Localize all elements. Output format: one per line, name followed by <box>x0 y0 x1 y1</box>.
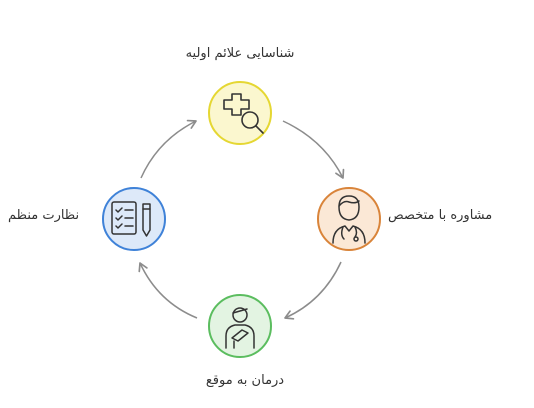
arrow-consult-to-treat <box>284 261 342 320</box>
arrow-monitor-to-identify <box>140 119 197 179</box>
step-treat-node <box>208 294 272 358</box>
checklist-icon <box>111 201 151 237</box>
step-treat-label: درمان به موقع <box>205 373 285 388</box>
medical-search-icon <box>223 93 264 134</box>
step-monitor-node <box>102 187 166 251</box>
step-identify-node <box>208 81 272 145</box>
step-monitor-label: نظارت منظم <box>8 208 80 223</box>
injured-patient-icon <box>225 307 255 349</box>
arrow-treat-to-monitor <box>138 262 198 319</box>
doctor-icon <box>332 195 366 244</box>
step-consult-node <box>317 187 381 251</box>
arrow-identify-to-consult <box>282 120 345 179</box>
step-consult-label: مشاوره با متخصص <box>388 208 493 223</box>
step-identify-label: شناسایی علائم اولیه <box>185 46 295 61</box>
